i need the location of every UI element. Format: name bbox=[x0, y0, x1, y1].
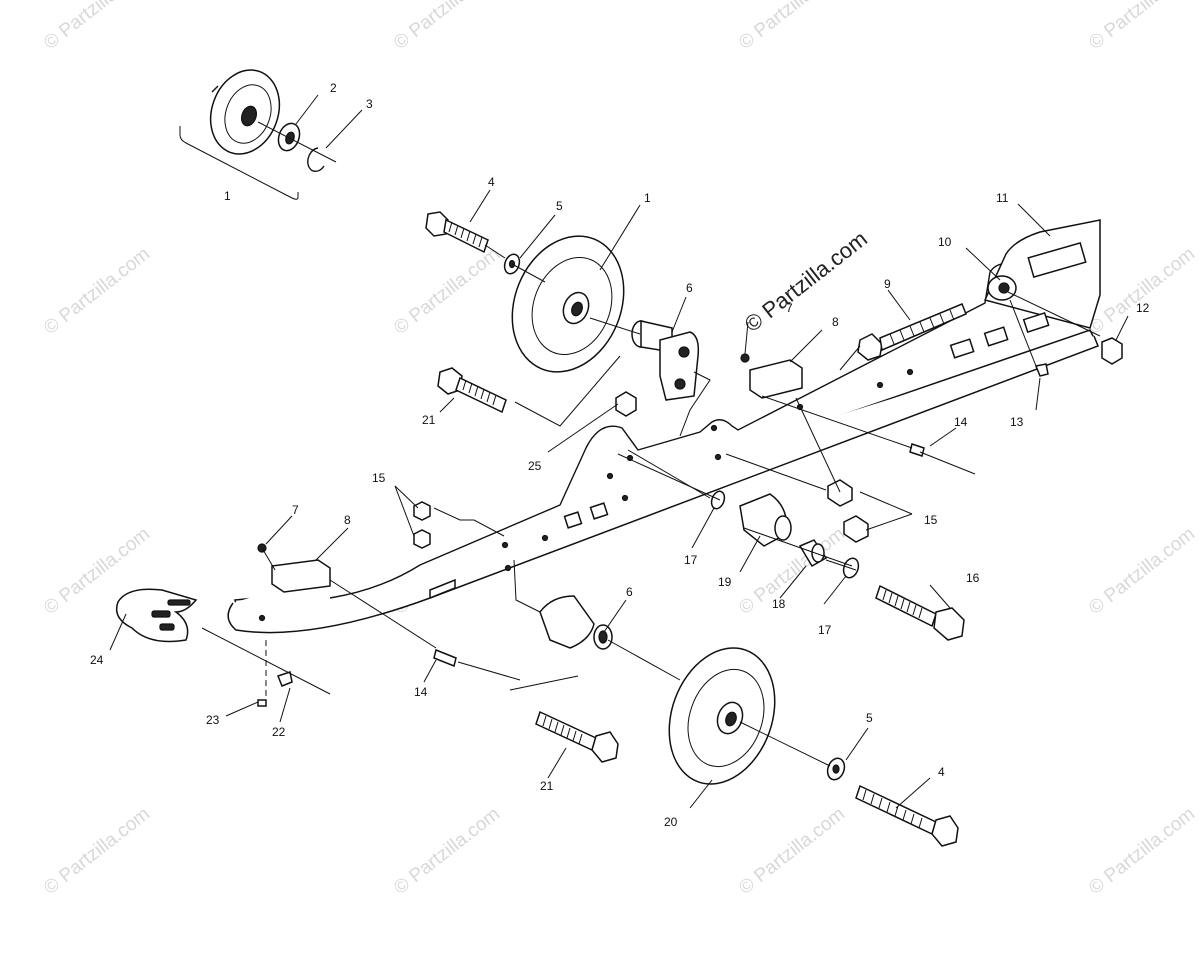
watermark: © Partzilla.com bbox=[390, 244, 504, 339]
callout-label: 15 bbox=[372, 471, 386, 485]
bolt-4-top bbox=[425, 211, 489, 254]
watermark: © Partzilla.com bbox=[735, 804, 849, 899]
callout-label: 24 bbox=[90, 653, 104, 667]
callout-label: 4 bbox=[488, 175, 495, 189]
watermark: © Partzilla.com bbox=[1085, 804, 1199, 899]
watermark: © Partzilla.com bbox=[40, 0, 154, 54]
callout-label: 5 bbox=[866, 711, 873, 725]
callout-label: 16 bbox=[966, 571, 980, 585]
leader-lines bbox=[201, 244, 1101, 767]
callout-labels: 2 3 1 4 5 1 6 7 8 9 10 11 12 13 14 21 25… bbox=[90, 81, 1150, 829]
callout-label: 5 bbox=[556, 199, 563, 213]
callout-label: 18 bbox=[772, 597, 786, 611]
bolt-21-top bbox=[437, 367, 507, 414]
bolt-16 bbox=[875, 584, 965, 641]
bolt-21-bottom bbox=[535, 710, 619, 763]
callout-pointers bbox=[109, 94, 1129, 809]
callout-label: 21 bbox=[540, 779, 554, 793]
callout-label: 1 bbox=[644, 191, 651, 205]
callout-label: 8 bbox=[344, 513, 351, 527]
callout-label: 23 bbox=[206, 713, 220, 727]
callout-label: 15 bbox=[924, 513, 938, 527]
callout-label: 7 bbox=[292, 503, 299, 517]
bolt-9 bbox=[857, 303, 967, 361]
axle-bracket-bottom bbox=[539, 595, 613, 650]
callout-label: 6 bbox=[626, 585, 633, 599]
callout-label: 9 bbox=[884, 277, 891, 291]
watermark: © Partzilla.com bbox=[735, 0, 849, 54]
watermark: © Partzilla.com bbox=[390, 0, 504, 54]
callout-label: 1 bbox=[224, 189, 231, 203]
rail-tip bbox=[115, 588, 198, 643]
callout-label: 7 bbox=[786, 301, 793, 315]
small-hardware bbox=[257, 253, 1123, 781]
watermark: © Partzilla.com bbox=[40, 804, 154, 899]
watermark: © Partzilla.com bbox=[390, 804, 504, 899]
callout-label: 22 bbox=[272, 725, 286, 739]
callout-label: 2 bbox=[330, 81, 337, 95]
callout-label: 13 bbox=[1010, 415, 1024, 429]
watermark-main: © Partzilla.com bbox=[740, 226, 872, 337]
callout-label: 12 bbox=[1136, 301, 1150, 315]
watermark: © Partzilla.com bbox=[1085, 244, 1199, 339]
callout-label: 3 bbox=[366, 97, 373, 111]
callout-label: 8 bbox=[832, 315, 839, 329]
callout-label: 19 bbox=[718, 575, 732, 589]
watermark: © Partzilla.com bbox=[735, 524, 849, 619]
callout-label: 11 bbox=[996, 191, 1009, 205]
watermark: © Partzilla.com bbox=[1085, 524, 1199, 619]
callout-label: 6 bbox=[686, 281, 693, 295]
idler-wheel-bottom bbox=[668, 647, 776, 785]
watermark: © Partzilla.com bbox=[40, 244, 154, 339]
callout-label: 4 bbox=[938, 765, 945, 779]
callout-label: 14 bbox=[414, 685, 428, 699]
callout-label: 21 bbox=[422, 413, 436, 427]
callout-label: 25 bbox=[528, 459, 542, 473]
wheel-assembly-exploded bbox=[179, 69, 337, 200]
idler-wheel-top bbox=[511, 235, 625, 373]
bolt-4-bottom bbox=[855, 784, 959, 847]
callout-label: 10 bbox=[938, 235, 952, 249]
callout-label: 14 bbox=[954, 415, 968, 429]
watermark: © Partzilla.com bbox=[1085, 0, 1199, 54]
callout-label: 17 bbox=[684, 553, 698, 567]
callout-label: 17 bbox=[818, 623, 832, 637]
slide-rail bbox=[227, 219, 1101, 634]
callout-label: 20 bbox=[664, 815, 678, 829]
axle-bracket-top bbox=[631, 320, 700, 401]
